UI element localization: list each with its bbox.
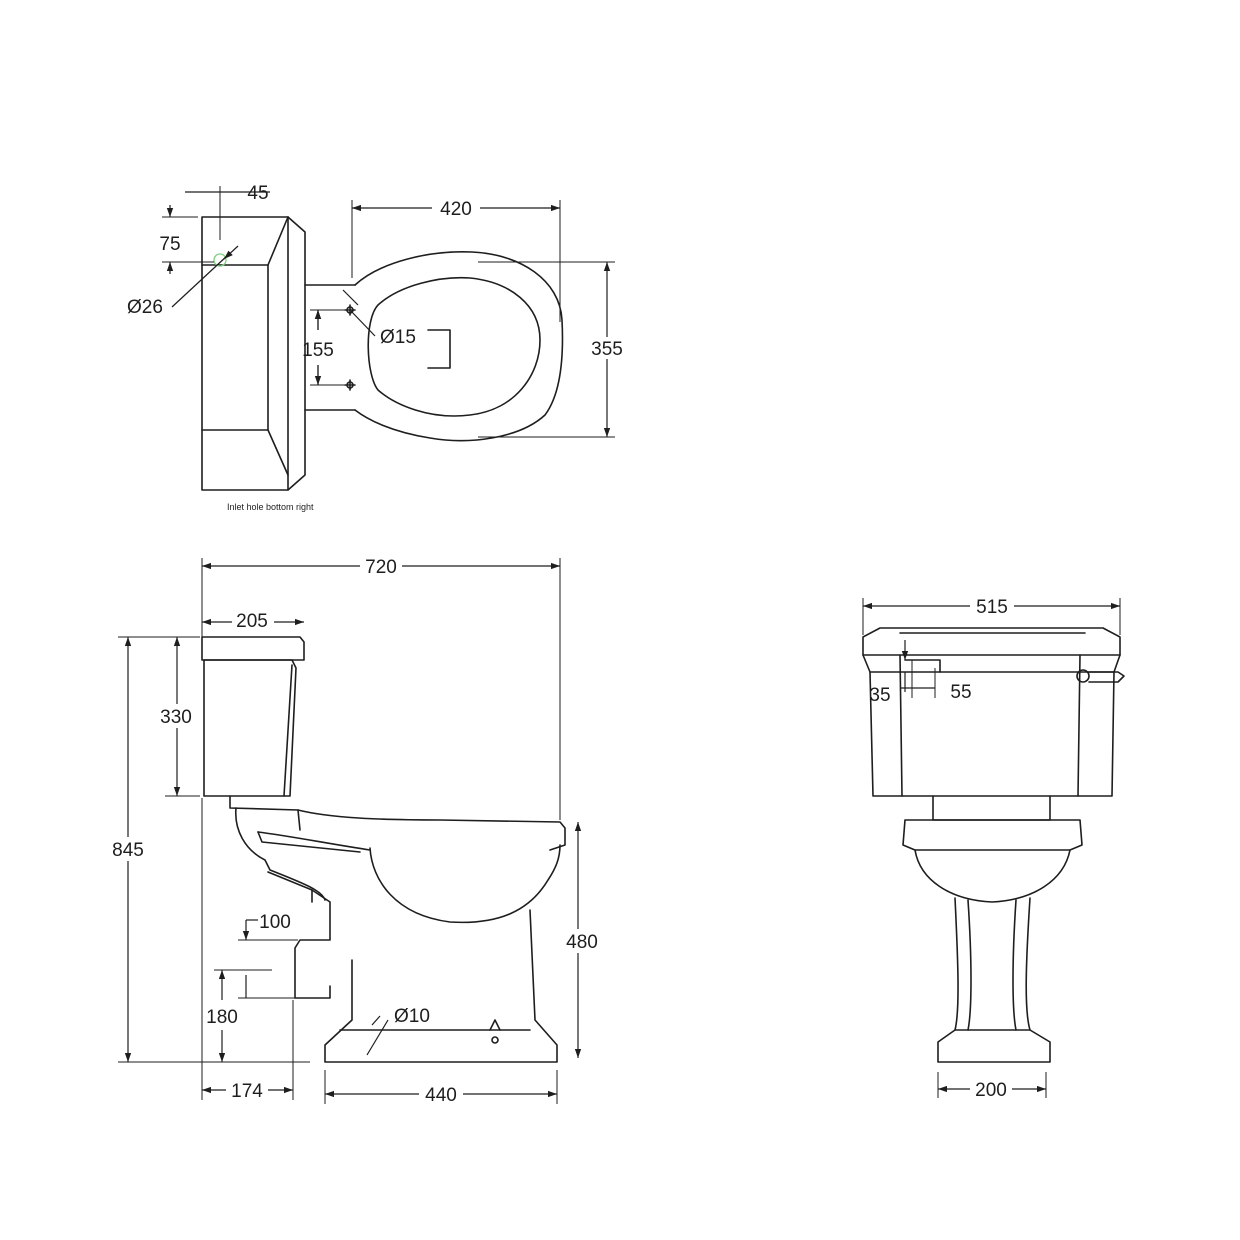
dim-inlet-diameter: Ø26 — [127, 245, 239, 318]
inlet-hole-marker — [213, 253, 227, 267]
dim-inlet-offset-x: 45 — [185, 183, 270, 240]
dim-label: 200 — [975, 1080, 1007, 1101]
dim-overall-width: 355 — [478, 261, 628, 438]
dim-label: 355 — [591, 339, 623, 360]
dim-label: 205 — [236, 611, 268, 632]
side-cistern — [201, 636, 305, 797]
flush-lever — [1076, 669, 1125, 683]
dim-label: 180 — [206, 1007, 238, 1028]
dim-label: Ø15 — [380, 327, 416, 348]
front-pan — [902, 795, 1083, 903]
side-pedestal — [324, 909, 558, 1063]
inlet-note: Inlet hole bottom right — [227, 502, 314, 512]
dim-label: 420 — [440, 199, 472, 220]
dim-label: 845 — [112, 840, 144, 861]
dim-side-fixing-hole: Ø10 — [366, 1006, 430, 1056]
dim-label: 720 — [365, 557, 397, 578]
dim-label: 45 — [247, 183, 268, 204]
dim-rim-height: 480 — [560, 822, 602, 1058]
dim-cistern-depth: 205 — [202, 610, 304, 632]
dim-label: 174 — [231, 1081, 263, 1102]
dim-label: Ø26 — [127, 297, 163, 318]
dim-label: 75 — [159, 234, 180, 255]
dim-fixing-spacing: 155 — [302, 310, 346, 386]
dim-inlet-offset-y: 75 — [159, 205, 214, 274]
dim-lever-offset-y: 35 — [869, 640, 915, 706]
dim-lever-offset-x: 55 — [900, 660, 972, 703]
dim-label: 55 — [950, 682, 971, 703]
dim-label: 515 — [976, 597, 1008, 618]
plan-view: 45 75 Ø26 420 — [127, 183, 628, 512]
dim-label: 480 — [566, 932, 598, 953]
dim-outlet-to-wall: 174 — [201, 798, 294, 1102]
plan-cistern — [201, 216, 306, 491]
plan-bowl — [354, 250, 564, 442]
dim-outlet-height-lower: 180 — [206, 969, 272, 1062]
dim-cistern-height: 330 — [155, 636, 200, 797]
dim-footprint-width: 200 — [937, 1072, 1047, 1101]
front-pedestal — [937, 897, 1051, 1063]
dim-label: 155 — [302, 340, 334, 361]
front-cistern — [862, 627, 1121, 797]
dim-overall-height: 845 — [108, 636, 310, 1063]
dim-bowl-length: 420 — [351, 196, 561, 322]
plan-neck — [304, 284, 356, 411]
dim-outlet-height-upper: 100 — [238, 912, 298, 999]
front-view: 515 35 55 200 — [862, 595, 1125, 1101]
dim-label: 330 — [160, 707, 192, 728]
side-view: 720 205 330 845 — [108, 555, 602, 1106]
dim-label: Ø10 — [394, 1006, 430, 1027]
dim-label: 35 — [869, 685, 890, 706]
side-outlet — [267, 871, 331, 999]
side-pan — [229, 795, 566, 924]
dim-footprint-depth: 440 — [324, 1070, 558, 1106]
dim-label: 100 — [259, 912, 291, 933]
dim-overall-depth: 720 — [201, 555, 561, 820]
dim-cistern-width: 515 — [862, 595, 1121, 635]
dim-label: 440 — [425, 1085, 457, 1106]
plan-fixing-holes — [344, 304, 356, 391]
dim-fixing-hole-diameter: Ø15 — [342, 289, 416, 348]
